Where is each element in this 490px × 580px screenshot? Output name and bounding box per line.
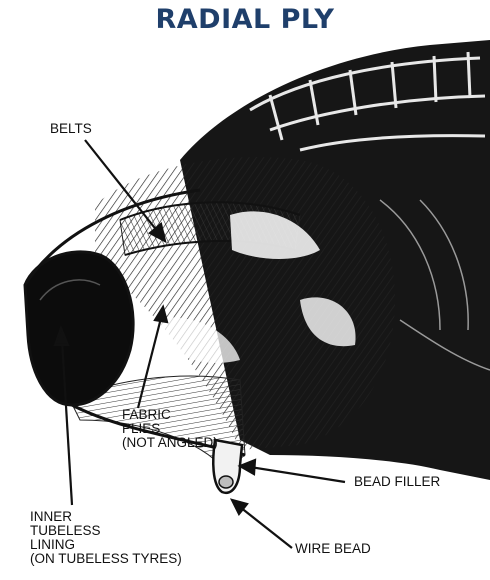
label-fabric-plies: FABRIC PLIES (NOT ANGLED) — [122, 408, 218, 450]
label-wire-bead: WIRE BEAD — [295, 542, 371, 556]
label-bead-filler: BEAD FILLER — [354, 475, 440, 489]
inner-opening — [25, 252, 133, 405]
label-inner-tubeless-lining: INNER TUBELESS LINING (ON TUBELESS TYRES… — [30, 510, 182, 566]
label-belts: BELTS — [50, 122, 92, 136]
